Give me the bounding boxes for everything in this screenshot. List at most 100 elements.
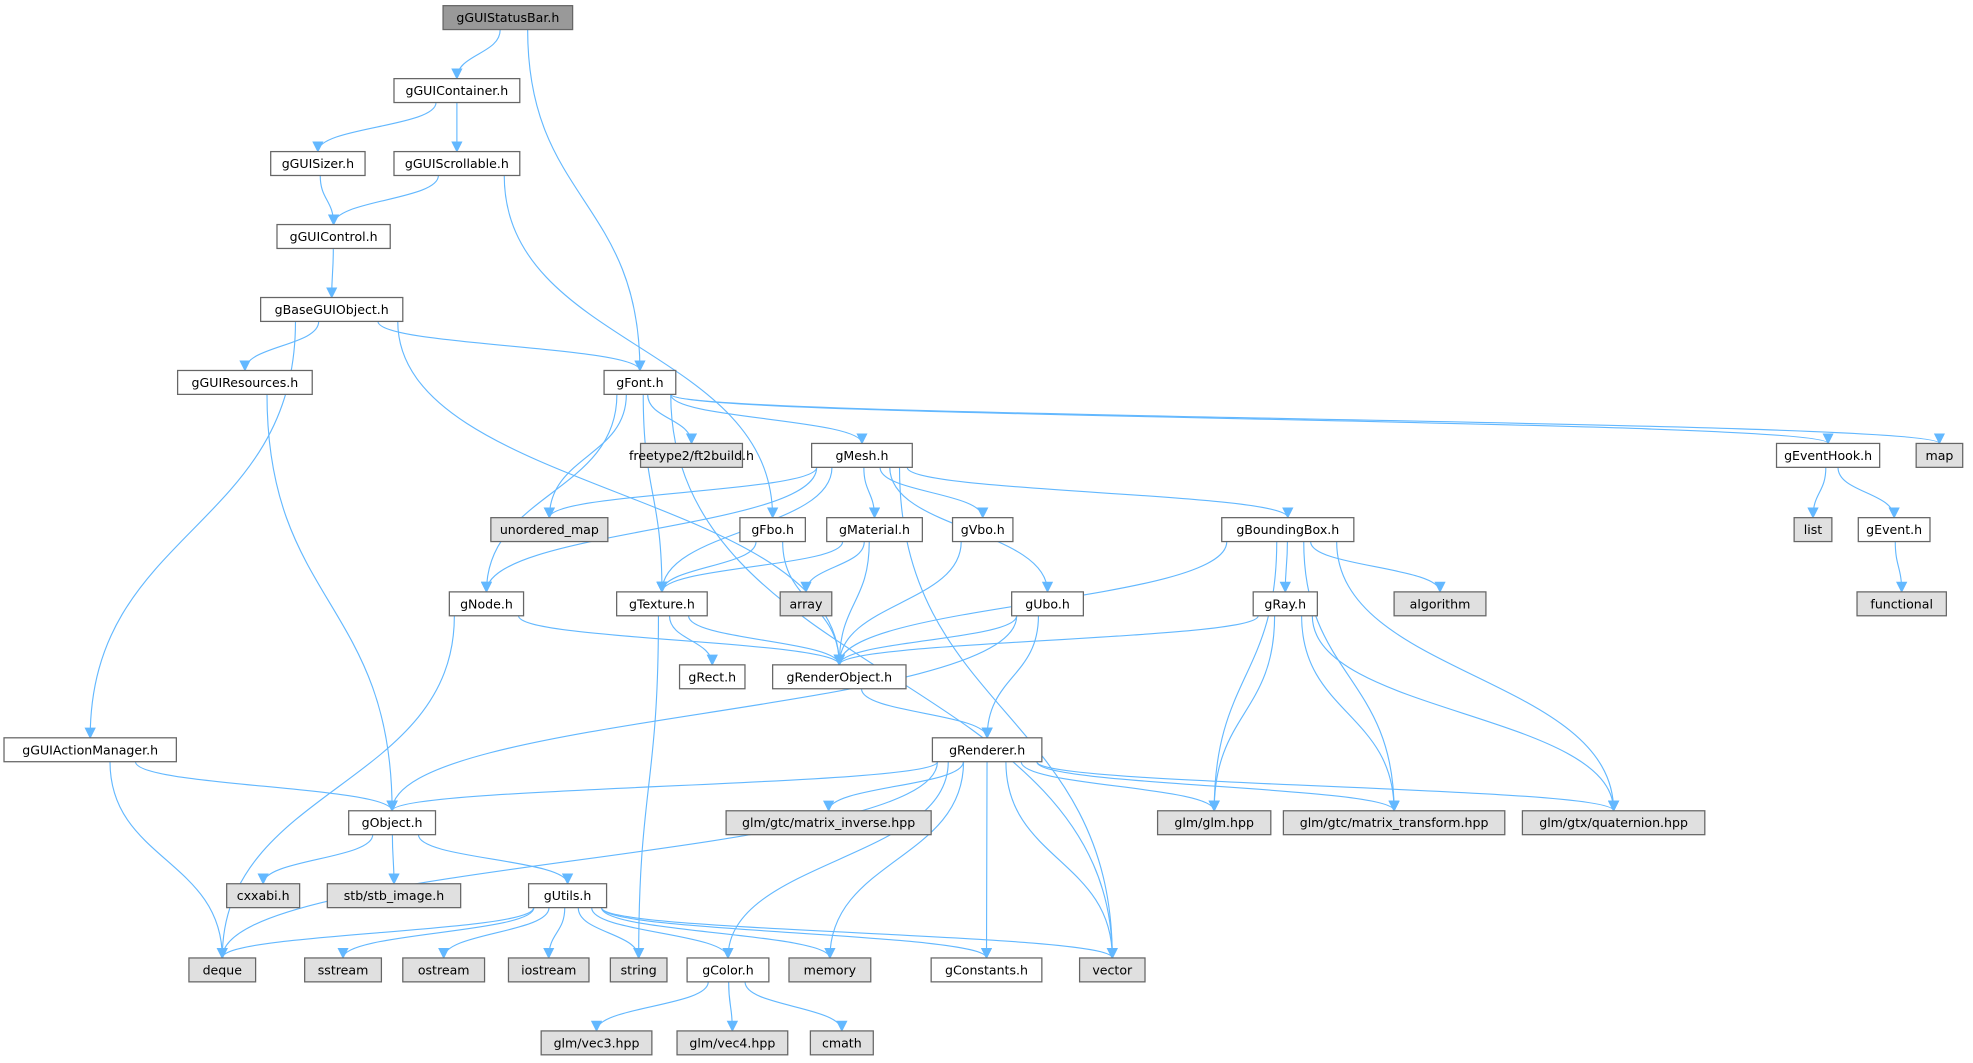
node-ubo[interactable]: gUbo.h — [1011, 591, 1084, 617]
node-deque[interactable]: deque — [188, 957, 257, 983]
node-box[interactable] — [1856, 591, 1947, 617]
node-vec4[interactable]: glm/vec4.hpp — [676, 1030, 789, 1056]
node-base[interactable]: gBaseGUIObject.h — [260, 296, 404, 323]
node-box[interactable] — [1078, 957, 1146, 983]
node-texture[interactable]: gTexture.h — [616, 591, 708, 617]
node-bbox[interactable]: gBoundingBox.h — [1221, 517, 1355, 543]
node-box[interactable] — [772, 664, 907, 690]
node-ray[interactable]: gRay.h — [1252, 591, 1318, 617]
node-mesh[interactable]: gMesh.h — [811, 442, 913, 468]
node-box[interactable] — [639, 442, 744, 468]
node-map[interactable]: map — [1915, 442, 1964, 468]
node-vector[interactable]: vector — [1078, 957, 1146, 983]
node-scrollable[interactable]: gGUIScrollable.h — [393, 150, 521, 177]
node-eventhook[interactable]: gEventHook.h — [1775, 442, 1881, 468]
node-box[interactable] — [603, 369, 677, 396]
node-ostream[interactable]: ostream — [402, 957, 486, 983]
node-box[interactable] — [1156, 810, 1272, 836]
node-color[interactable]: gColor.h — [686, 957, 770, 983]
node-sizer[interactable]: gGUISizer.h — [270, 150, 366, 177]
node-box[interactable] — [1393, 591, 1487, 617]
node-cmath[interactable]: cmath — [809, 1030, 874, 1056]
node-rect[interactable]: gRect.h — [678, 664, 746, 690]
node-box[interactable] — [393, 150, 521, 177]
node-box[interactable] — [931, 737, 1043, 763]
node-box[interactable] — [276, 223, 391, 250]
node-vec3[interactable]: glm/vec3.hpp — [540, 1030, 653, 1056]
node-list[interactable]: list — [1793, 517, 1833, 543]
node-box[interactable] — [811, 442, 913, 468]
node-box[interactable] — [393, 77, 521, 104]
node-box[interactable] — [1915, 442, 1964, 468]
node-functional[interactable]: functional — [1856, 591, 1947, 617]
node-freetype[interactable]: freetype2/ft2build.h — [629, 442, 754, 468]
node-box[interactable] — [188, 957, 257, 983]
node-box[interactable] — [725, 810, 932, 836]
node-box[interactable] — [490, 517, 609, 543]
node-box[interactable] — [1011, 591, 1084, 617]
node-box[interactable] — [1221, 517, 1355, 543]
node-box[interactable] — [176, 369, 313, 396]
node-box[interactable] — [540, 1030, 653, 1056]
node-mattrans[interactable]: glm/gtc/matrix_transform.hpp — [1282, 810, 1506, 836]
node-matinv[interactable]: glm/gtc/matrix_inverse.hpp — [725, 810, 932, 836]
node-box[interactable] — [226, 883, 301, 909]
node-statusbar[interactable]: gGUIStatusBar.h — [442, 5, 574, 31]
node-string[interactable]: string — [609, 957, 668, 983]
node-box[interactable] — [826, 517, 923, 543]
node-box[interactable] — [686, 957, 770, 983]
node-box[interactable] — [930, 957, 1043, 983]
node-box[interactable] — [402, 957, 486, 983]
node-glm[interactable]: glm/glm.hpp — [1156, 810, 1272, 836]
node-box[interactable] — [676, 1030, 789, 1056]
node-box[interactable] — [3, 737, 177, 763]
node-box[interactable] — [779, 591, 833, 617]
node-box[interactable] — [304, 957, 383, 983]
node-font[interactable]: gFont.h — [603, 369, 677, 396]
node-box[interactable] — [1521, 810, 1706, 836]
node-box[interactable] — [348, 810, 437, 836]
node-box[interactable] — [527, 883, 608, 909]
node-box[interactable] — [1282, 810, 1506, 836]
node-quat[interactable]: glm/gtx/quaternion.hpp — [1521, 810, 1706, 836]
node-box[interactable] — [1793, 517, 1833, 543]
node-box[interactable] — [809, 1030, 874, 1056]
node-sstream[interactable]: sstream — [304, 957, 383, 983]
node-algorithm[interactable]: algorithm — [1393, 591, 1487, 617]
node-box[interactable] — [951, 517, 1014, 543]
node-memory[interactable]: memory — [788, 957, 872, 983]
node-box[interactable] — [678, 664, 746, 690]
node-box[interactable] — [1857, 517, 1931, 543]
node-box[interactable] — [1775, 442, 1881, 468]
node-box[interactable] — [1252, 591, 1318, 617]
node-box[interactable] — [442, 5, 574, 31]
node-box[interactable] — [260, 296, 404, 323]
node-fbo[interactable]: gFbo.h — [739, 517, 806, 543]
node-material[interactable]: gMaterial.h — [826, 517, 923, 543]
node-box[interactable] — [326, 883, 462, 909]
node-box[interactable] — [270, 150, 366, 177]
node-object[interactable]: gObject.h — [348, 810, 437, 836]
node-box[interactable] — [448, 591, 525, 617]
node-array[interactable]: array — [779, 591, 833, 617]
node-vbo[interactable]: gVbo.h — [951, 517, 1014, 543]
node-control[interactable]: gGUIControl.h — [276, 223, 391, 250]
node-cxxabi[interactable]: cxxabi.h — [226, 883, 301, 909]
node-event[interactable]: gEvent.h — [1857, 517, 1931, 543]
node-utils[interactable]: gUtils.h — [527, 883, 608, 909]
node-box[interactable] — [609, 957, 668, 983]
node-iostream[interactable]: iostream — [507, 957, 590, 983]
node-resources[interactable]: gGUIResources.h — [176, 369, 313, 396]
node-node[interactable]: gNode.h — [448, 591, 525, 617]
node-box[interactable] — [788, 957, 872, 983]
node-box[interactable] — [739, 517, 806, 543]
node-container[interactable]: gGUIContainer.h — [393, 77, 521, 104]
node-renderer[interactable]: gRenderer.h — [931, 737, 1043, 763]
node-renderobject[interactable]: gRenderObject.h — [772, 664, 907, 690]
node-unordered_map[interactable]: unordered_map — [490, 517, 609, 543]
node-box[interactable] — [616, 591, 708, 617]
node-actionmanager[interactable]: gGUIActionManager.h — [3, 737, 177, 763]
node-box[interactable] — [507, 957, 590, 983]
node-stb[interactable]: stb/stb_image.h — [326, 883, 462, 909]
node-constants[interactable]: gConstants.h — [930, 957, 1043, 983]
